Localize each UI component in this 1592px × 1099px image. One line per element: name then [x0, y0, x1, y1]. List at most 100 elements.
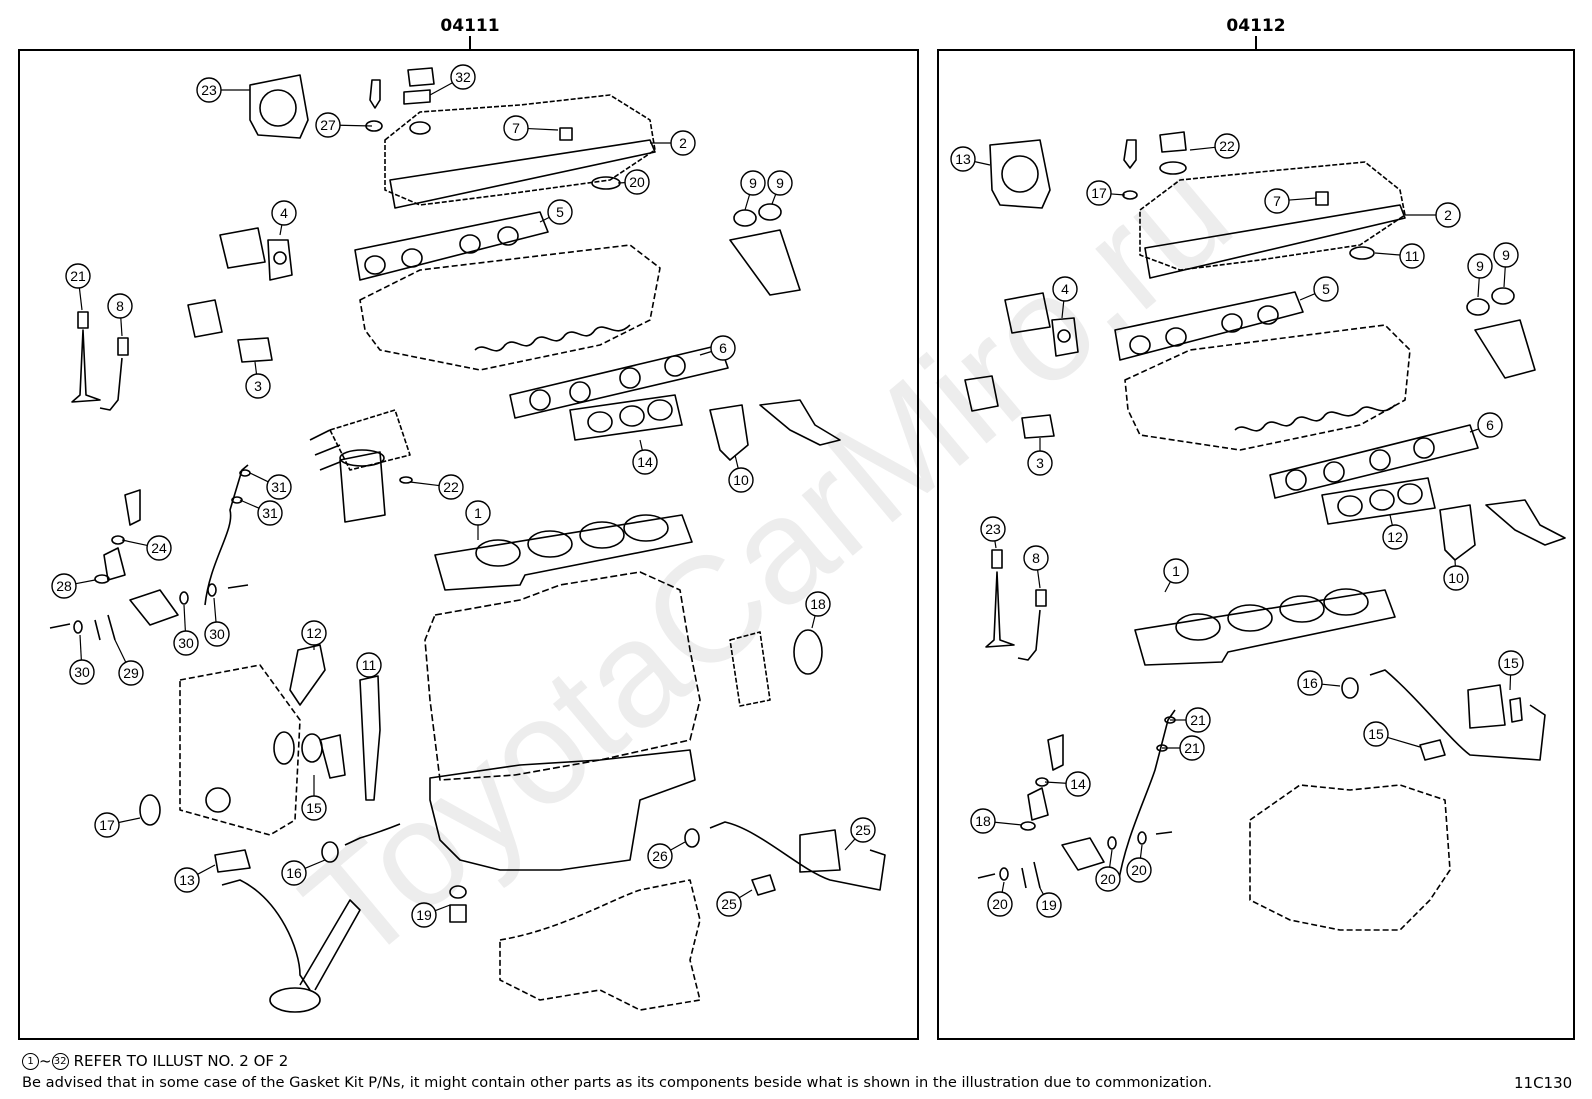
callout-circle — [118, 660, 144, 686]
callout-19: 19 — [411, 902, 451, 928]
callout-number: 25 — [721, 896, 737, 912]
callout-number: 18 — [810, 596, 826, 612]
callout-circle — [980, 516, 1006, 542]
callout-number: 3 — [1036, 455, 1044, 471]
callout-circle — [950, 146, 976, 172]
callout-8: 8 — [1023, 545, 1049, 589]
leader-line — [699, 350, 712, 356]
leader-line — [994, 540, 997, 549]
leader-line — [339, 124, 373, 127]
callout-number: 4 — [280, 205, 288, 221]
disclaimer-note: Be advised that in some case of the Gask… — [22, 1074, 1212, 1091]
callout-2: 2 — [650, 130, 696, 156]
callout-circle — [1163, 558, 1189, 584]
callout-circle — [173, 630, 199, 656]
leader-line — [409, 481, 440, 487]
exhaust-manifold-gasket — [509, 344, 729, 419]
callout-5: 5 — [539, 199, 573, 225]
leader-line — [78, 287, 83, 311]
callout-circle — [450, 64, 476, 90]
callout-6: 6 — [1469, 412, 1503, 438]
callout-circle — [1214, 133, 1240, 159]
callout-circle — [69, 659, 95, 685]
callout-number: 20 — [629, 174, 645, 190]
callout-11: 11 — [1374, 243, 1425, 269]
callout-number: 30 — [178, 635, 194, 651]
callout-circle — [1027, 450, 1053, 476]
callout-circle — [204, 621, 230, 647]
callout-circle — [970, 808, 996, 834]
callout-number: 11 — [1405, 248, 1420, 264]
callout-circle — [850, 817, 876, 843]
callout-8: 8 — [107, 293, 133, 337]
callout-25: 25 — [844, 817, 876, 851]
callout-circle — [1493, 242, 1519, 268]
callout-circle — [767, 170, 793, 196]
callout-30: 30 — [173, 604, 199, 656]
leader-line — [1469, 428, 1479, 433]
callout-31: 31 — [239, 499, 283, 526]
callout-number: 10 — [1448, 570, 1464, 586]
callout-number: 7 — [512, 120, 520, 136]
callout-circle — [315, 112, 341, 138]
callout-number: 15 — [1503, 655, 1519, 671]
leader-line — [670, 841, 686, 851]
right-panel-parts — [964, 131, 1566, 931]
leader-line — [1389, 514, 1393, 526]
callout-number: 18 — [975, 813, 991, 829]
callout-circle — [271, 200, 297, 226]
oil-pan — [429, 749, 696, 871]
callout-23: 23 — [196, 77, 250, 103]
callout-circle — [411, 902, 437, 928]
callout-19: 19 — [1036, 887, 1062, 918]
leader-line — [1110, 193, 1126, 196]
leader-line — [539, 216, 550, 223]
callout-7: 7 — [1264, 188, 1317, 214]
callout-number: 16 — [286, 865, 302, 881]
leader-line — [254, 361, 258, 375]
callout-20: 20 — [987, 881, 1013, 917]
callout-1: 1 — [465, 500, 491, 540]
callout-5: 5 — [1299, 276, 1339, 302]
leader-line — [994, 821, 1023, 826]
callout-circle — [465, 500, 491, 526]
callout-circle — [1297, 670, 1323, 696]
callout-17: 17 — [1086, 180, 1126, 206]
callout-number: 11 — [362, 657, 377, 673]
callout-circle — [1382, 524, 1408, 550]
callout-number: 15 — [1368, 726, 1384, 742]
callout-number: 30 — [74, 664, 90, 680]
leader-line — [527, 127, 559, 131]
callout-number: 24 — [151, 540, 167, 556]
callout-circle — [647, 843, 673, 869]
cylinder-block — [424, 571, 701, 781]
callout-20: 20 — [1126, 844, 1152, 883]
callout-circle — [94, 812, 120, 838]
callout-20: 20 — [617, 169, 650, 195]
callout-number: 28 — [56, 578, 72, 594]
callout-circle — [65, 263, 91, 289]
callout-number: 17 — [99, 817, 115, 833]
cylinder-head — [359, 244, 661, 371]
leader-line — [79, 634, 82, 661]
callout-21: 21 — [65, 263, 91, 311]
leader-line — [1001, 881, 1005, 893]
callout-circle — [257, 500, 283, 526]
callout-3: 3 — [245, 361, 271, 399]
leader-line — [1189, 146, 1216, 151]
callout-2: 2 — [1405, 202, 1461, 228]
callout-9: 9 — [767, 170, 793, 205]
leader-line — [771, 194, 777, 205]
leader-line — [434, 904, 451, 912]
callout-circle — [740, 170, 766, 196]
callout-circle — [356, 652, 382, 678]
callout-number: 10 — [733, 472, 749, 488]
callout-number: 12 — [306, 625, 322, 641]
callout-15: 15 — [301, 775, 327, 821]
range-separator: ~ — [39, 1052, 52, 1070]
callout-13: 13 — [950, 146, 991, 172]
callout-circle — [728, 467, 754, 493]
callout-number: 31 — [262, 505, 278, 521]
callout-number: 9 — [1502, 247, 1510, 263]
